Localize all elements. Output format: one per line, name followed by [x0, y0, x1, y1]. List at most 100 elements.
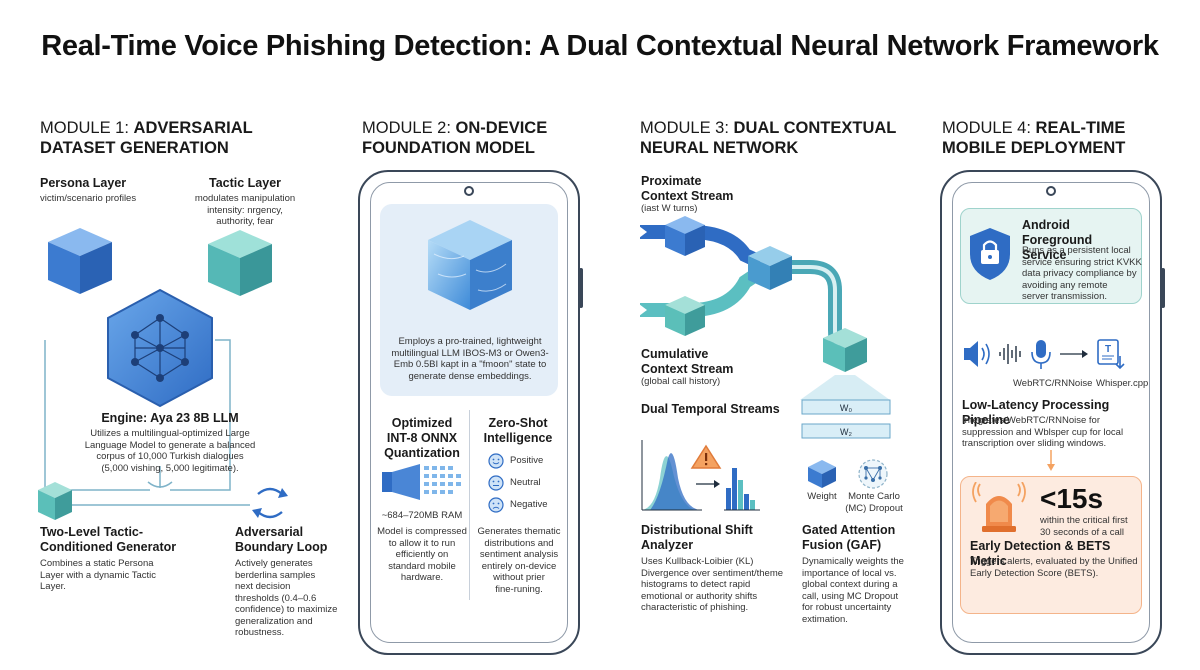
module2-heading: MODULE 2: ON-DEVICE FOUNDATION MODEL [362, 118, 612, 158]
cumulative-cube-icon [665, 296, 705, 336]
generator-cube-icon [38, 482, 72, 520]
module4-side-button [1161, 268, 1165, 308]
module2-divider [469, 410, 470, 600]
distribution-curve-b [650, 453, 700, 510]
loop-title: Adversarial Boundary Loop [235, 525, 328, 554]
module4-phone-screen [952, 182, 1150, 643]
speaker-icon [964, 341, 990, 367]
pipeline-desc: Integrates WebRTC/RNNoise for suppressio… [962, 415, 1124, 449]
persona-layer-title: Persona Layer [40, 176, 127, 190]
weight-bar-w0 [801, 399, 891, 415]
dual-stream-diagram: W₀ W₂ [635, 216, 891, 439]
loop-line-right [170, 339, 231, 491]
weight-cube-icon [808, 460, 836, 488]
module1-heading: MODULE 1: ADVERSARIAL DATASET GENERATION [40, 118, 310, 158]
cumulative-title: Cumulative Context Stream [641, 347, 734, 376]
early-detection-title: Early Detection & BETS Metric [970, 539, 1111, 568]
gaf-title: Gated Attention Fusion (GAF) [802, 523, 896, 552]
histogram-bars [724, 468, 760, 511]
weight-label-w0: W₀ [840, 403, 852, 413]
weight-label-w2: W₂ [840, 427, 852, 437]
shift-analyzer-title: Distributional Shift Analyzer [641, 523, 753, 552]
proximate-cube-icon [665, 216, 705, 256]
pipeline-title: Low-Latency Processing Pipeline [962, 398, 1110, 427]
microphone-icon [1031, 340, 1051, 369]
module2-phone-screen [370, 182, 568, 643]
module2-name-line2: FOUNDATION MODEL [362, 139, 535, 157]
quantization-title: Optimized INT-8 ONNX Quantization [384, 416, 460, 460]
zeroshot-desc: Generates thematic distributions and sen… [477, 526, 561, 595]
engine-title: Engine: Aya 23 8B LLM [101, 411, 239, 425]
waveform-icon [999, 344, 1021, 364]
module2-name-line1: ON-DEVICE [455, 119, 548, 137]
flow-arrow-icon [1047, 450, 1055, 471]
engine-network-icon [107, 288, 213, 408]
webrtc-label: WebRTC/RNNoise [1013, 378, 1093, 389]
module1-prefix: MODULE 1: [40, 119, 134, 137]
module4-name-line2: MOBILE DEPLOYMENT [942, 139, 1126, 157]
module3-name-line1: DUAL CONTEXTUAL [733, 119, 897, 137]
dual-streams-title: Dual Temporal Streams [641, 402, 780, 416]
module4-heading: MODULE 4: REAL-TIME MOBILE DEPLOYMENT [942, 118, 1182, 158]
foundation-cube-icon [428, 220, 512, 310]
shield-lock-icon [970, 228, 1010, 280]
page-title: Real-Time Voice Phishing Detection: A Du… [41, 30, 1159, 62]
mc-dropout-icon [858, 459, 888, 489]
warning-icon [690, 444, 722, 469]
generator-desc: Combines a static Persona Layer with a d… [40, 558, 156, 592]
module1-diagram [38, 228, 288, 520]
ram-label: ~684–720MB RAM [381, 510, 463, 521]
module2-prefix: MODULE 2: [362, 119, 456, 137]
module2-camera-icon [464, 186, 474, 196]
latency-value: <15s [1040, 483, 1104, 514]
module3-name-line2: NEURAL NETWORK [640, 139, 799, 157]
mc-dropout-caption: Monte Carlo (MC) Dropout [845, 491, 903, 514]
output-cube-icon [823, 328, 867, 372]
generator-title: Two-Level Tactic- Conditioned Generator [40, 525, 177, 554]
weight-caption: Weight [807, 491, 837, 502]
merge-brace [147, 466, 173, 488]
neutral-face-icon [488, 475, 504, 491]
proximate-title: Proximate Context Stream [641, 174, 734, 203]
module4-camera-icon [1046, 186, 1056, 196]
tactic-layer-desc: modulates manipulation intensity: nrgenc… [194, 193, 296, 227]
sentiment-negative: Negative [488, 494, 568, 516]
adversarial-loop-icon [252, 487, 288, 519]
negative-face-icon [488, 497, 504, 513]
module1-name-line2: DATASET GENERATION [40, 139, 229, 157]
foreground-service-desc: Runs as a persistent local service ensur… [1022, 245, 1142, 302]
engine-desc: Utilizes a multilingual-optimized Large … [84, 428, 256, 474]
module3-heading: MODULE 3: DUAL CONTEXTUAL NEURAL NETWORK [640, 118, 910, 158]
quantization-desc: Model is compressed to allow it to run e… [377, 526, 467, 583]
fusion-cube-icon [748, 246, 792, 290]
early-detection-panel [960, 476, 1142, 614]
proximate-desc: (iast W turns) [641, 203, 698, 214]
transcript-icon: T [1097, 339, 1125, 370]
module4-name-line1: REAL-TIME [1035, 119, 1126, 137]
shift-analyzer-desc: Uses Kullback-Loibier (KL) Divergence ov… [641, 556, 784, 613]
distribution-shift-chart [641, 440, 760, 511]
latency-desc: within the critical first 30 seconds of … [1040, 515, 1128, 538]
loop-desc: Actively generates berderlina samples ne… [235, 558, 338, 638]
foreground-service-title: Android Foreground Service [1022, 218, 1093, 262]
module1-name-line1: ADVERSARIAL [133, 119, 253, 137]
embedding-desc: Employs a pro-trained, lightweight multi… [391, 336, 549, 382]
sentiment-list: Positive Neutral Negative [488, 450, 568, 516]
svg-text:T: T [1105, 344, 1111, 355]
gaf-desc: Dynamically weights the importance of lo… [802, 556, 904, 625]
zeroshot-title: Zero-Shot Intelligence [483, 416, 553, 445]
early-detection-desc: Triggers alerts, evaluated by the Unifie… [970, 556, 1138, 579]
persona-cube-icon [48, 228, 112, 294]
module4-prefix: MODULE 4: [942, 119, 1036, 137]
quantization-funnel-icon [382, 464, 461, 500]
sentiment-positive: Positive [488, 450, 568, 472]
audio-pipeline-icons: T [964, 339, 1125, 370]
tactic-cube-icon [208, 230, 272, 296]
module3-prefix: MODULE 3: [640, 119, 734, 137]
sentiment-neutral: Neutral [488, 472, 568, 494]
whisper-label: Whisper.cpp [1096, 378, 1149, 389]
persona-layer-desc: victim/scenario profiles [40, 193, 137, 204]
alarm-siren-icon [972, 482, 1026, 532]
positive-face-icon [488, 453, 504, 469]
cumulative-desc: (global call history) [641, 376, 721, 387]
